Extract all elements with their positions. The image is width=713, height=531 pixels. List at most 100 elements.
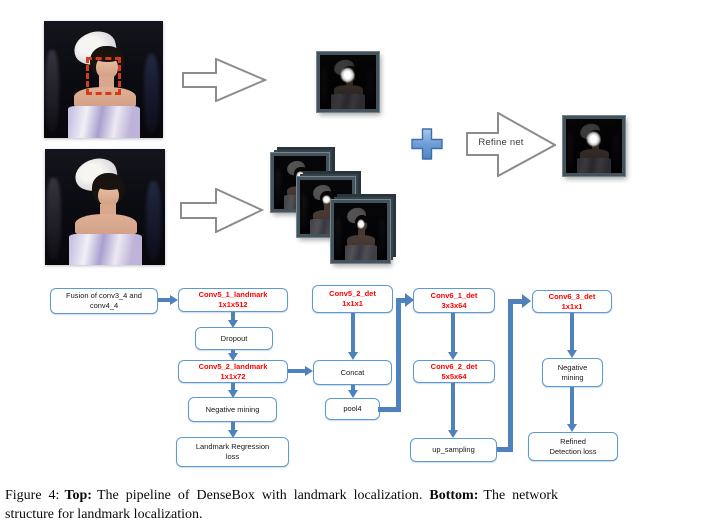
- flow-connector: [570, 387, 574, 424]
- flow-connector: [570, 313, 574, 350]
- box-label: 1x1x1: [561, 301, 583, 311]
- flow-connector: [508, 299, 522, 304]
- model-dress: [344, 244, 377, 260]
- caption-line-2: structure for landmark localization.: [5, 505, 681, 524]
- input-photo-with-detection: [44, 21, 163, 138]
- flow-arrowhead: [228, 353, 238, 361]
- flow-arrowhead: [170, 295, 178, 305]
- flow-arrowhead: [305, 366, 313, 376]
- flow-arrowhead: [348, 352, 358, 360]
- caption-top-label: Top:: [64, 488, 92, 503]
- flow-arrowhead: [567, 350, 577, 358]
- figure-caption: Figure 4:Top:The pipeline of DenseBox wi…: [5, 486, 681, 524]
- model-neck: [358, 229, 366, 237]
- flowchart-box-conv5-1-landmark: Conv5_1_landmark 1x1x512: [178, 288, 288, 312]
- background-figure-left: [300, 193, 307, 232]
- flowchart-box-up-sampling: up_sampling: [410, 438, 497, 462]
- heatmap-output-refined: [563, 116, 625, 176]
- box-label: 5x5x64: [441, 371, 467, 381]
- model-face: [96, 56, 118, 80]
- box-label: conv4_4: [89, 301, 119, 310]
- box-label: loss: [225, 452, 240, 461]
- flowchart-box-conv5-2-det: Conv5_2_det 1x1x1: [312, 285, 393, 313]
- caption-bottom-label: Bottom:: [429, 488, 479, 503]
- box-label: up_sampling: [432, 445, 475, 455]
- flow-connector: [288, 369, 305, 373]
- input-photo: [45, 149, 165, 265]
- box-label: Detection loss: [549, 446, 597, 456]
- flow-connector: [231, 422, 235, 430]
- flow-arrowhead: [567, 424, 577, 432]
- hollow-arrow-right-icon: [180, 188, 264, 233]
- model-neck: [100, 203, 116, 218]
- box-label: Refined: [560, 436, 586, 446]
- background-figure-right: [613, 134, 621, 171]
- face-heatmap-dot: [322, 195, 331, 205]
- box-label: Conv6_3_det: [548, 291, 596, 301]
- model-neck: [323, 205, 331, 212]
- flow-connector: [451, 313, 455, 353]
- flowchart-box-concat: Concat: [313, 360, 392, 385]
- refine-net-arrow-icon: [466, 112, 556, 177]
- model-neck: [98, 75, 115, 91]
- model-dress: [577, 158, 612, 173]
- face-detection-box: [85, 57, 122, 95]
- background-figure-right: [367, 70, 375, 107]
- flow-arrowhead: [405, 293, 414, 307]
- flowchart-box-landmark-regression-loss: Landmark Regression loss: [176, 437, 289, 467]
- flow-connector: [231, 383, 235, 390]
- model-face: [97, 183, 120, 207]
- flow-connector: [508, 301, 513, 452]
- caption-bottom-text-start: The network: [483, 488, 559, 503]
- flowchart-box-fusion: Fusion of conv3_4 and conv4_4: [50, 288, 158, 314]
- flowchart-box-dropout: Dropout: [195, 327, 273, 350]
- flow-connector: [378, 407, 401, 412]
- background-figure-right: [145, 181, 162, 261]
- background-figure-left: [45, 50, 60, 133]
- flow-connector: [351, 385, 355, 391]
- box-label: mining: [561, 372, 584, 382]
- flow-arrowhead: [522, 294, 531, 308]
- box-label: Conv6_1_det: [430, 290, 478, 300]
- flow-connector: [451, 383, 455, 430]
- box-label: Conv5_1_landmark: [198, 290, 268, 300]
- box-label: Conv5_2_landmark: [198, 361, 268, 371]
- flow-connector: [158, 298, 170, 302]
- flow-connector: [351, 313, 355, 353]
- model-hair-fringe: [96, 180, 122, 190]
- model-shoulders: [75, 213, 138, 236]
- box-label: Fusion of conv3_4 and: [66, 291, 142, 301]
- caption-top-text: The pipeline of DenseBox with landmark l…: [96, 488, 423, 503]
- model-shoulders: [347, 234, 375, 246]
- flow-connector: [231, 350, 235, 353]
- hollow-arrow-right-icon: [182, 58, 267, 102]
- flowchart-box-conv6-2-det: Conv6_2_det 5x5x64: [413, 360, 495, 383]
- heatmap-output-single: [317, 52, 379, 112]
- model-shoulders: [313, 210, 341, 221]
- flow-arrowhead: [228, 430, 238, 438]
- model-dress: [67, 106, 141, 138]
- flowchart-box-refined-detection-loss: Refined Detection loss: [528, 432, 618, 461]
- box-label: Negative: [557, 362, 588, 372]
- flow-arrowhead: [448, 430, 458, 438]
- flow-connector: [497, 447, 513, 452]
- flowchart-box-conv6-3-det: Conv6_3_det 1x1x1: [532, 290, 612, 313]
- flow-connector: [396, 298, 406, 303]
- refine-net-label: Refine net: [478, 137, 524, 148]
- background-figure-right: [378, 218, 386, 258]
- box-label: 1x1x1: [342, 299, 363, 308]
- box-label: Negative mining: [205, 404, 260, 414]
- model-dress: [331, 94, 366, 109]
- box-label: 1x1x512: [218, 300, 248, 309]
- model-hair-fringe: [95, 52, 121, 62]
- box-label: Conv5_2_det: [329, 289, 376, 299]
- flow-connector: [231, 312, 235, 320]
- box-label: 1x1x72: [220, 371, 246, 381]
- plus-icon: [411, 128, 443, 160]
- flowchart-box-negative-mining-2: Negative mining: [542, 358, 603, 387]
- caption-line-1: Figure 4:Top:The pipeline of DenseBox wi…: [5, 486, 681, 505]
- flowchart-box-conv5-2-landmark: Conv5_2_landmark 1x1x72: [178, 360, 288, 383]
- box-label: Landmark Regression: [195, 442, 270, 452]
- background-figure-left: [334, 217, 341, 258]
- face-heatmap-dot: [339, 66, 356, 84]
